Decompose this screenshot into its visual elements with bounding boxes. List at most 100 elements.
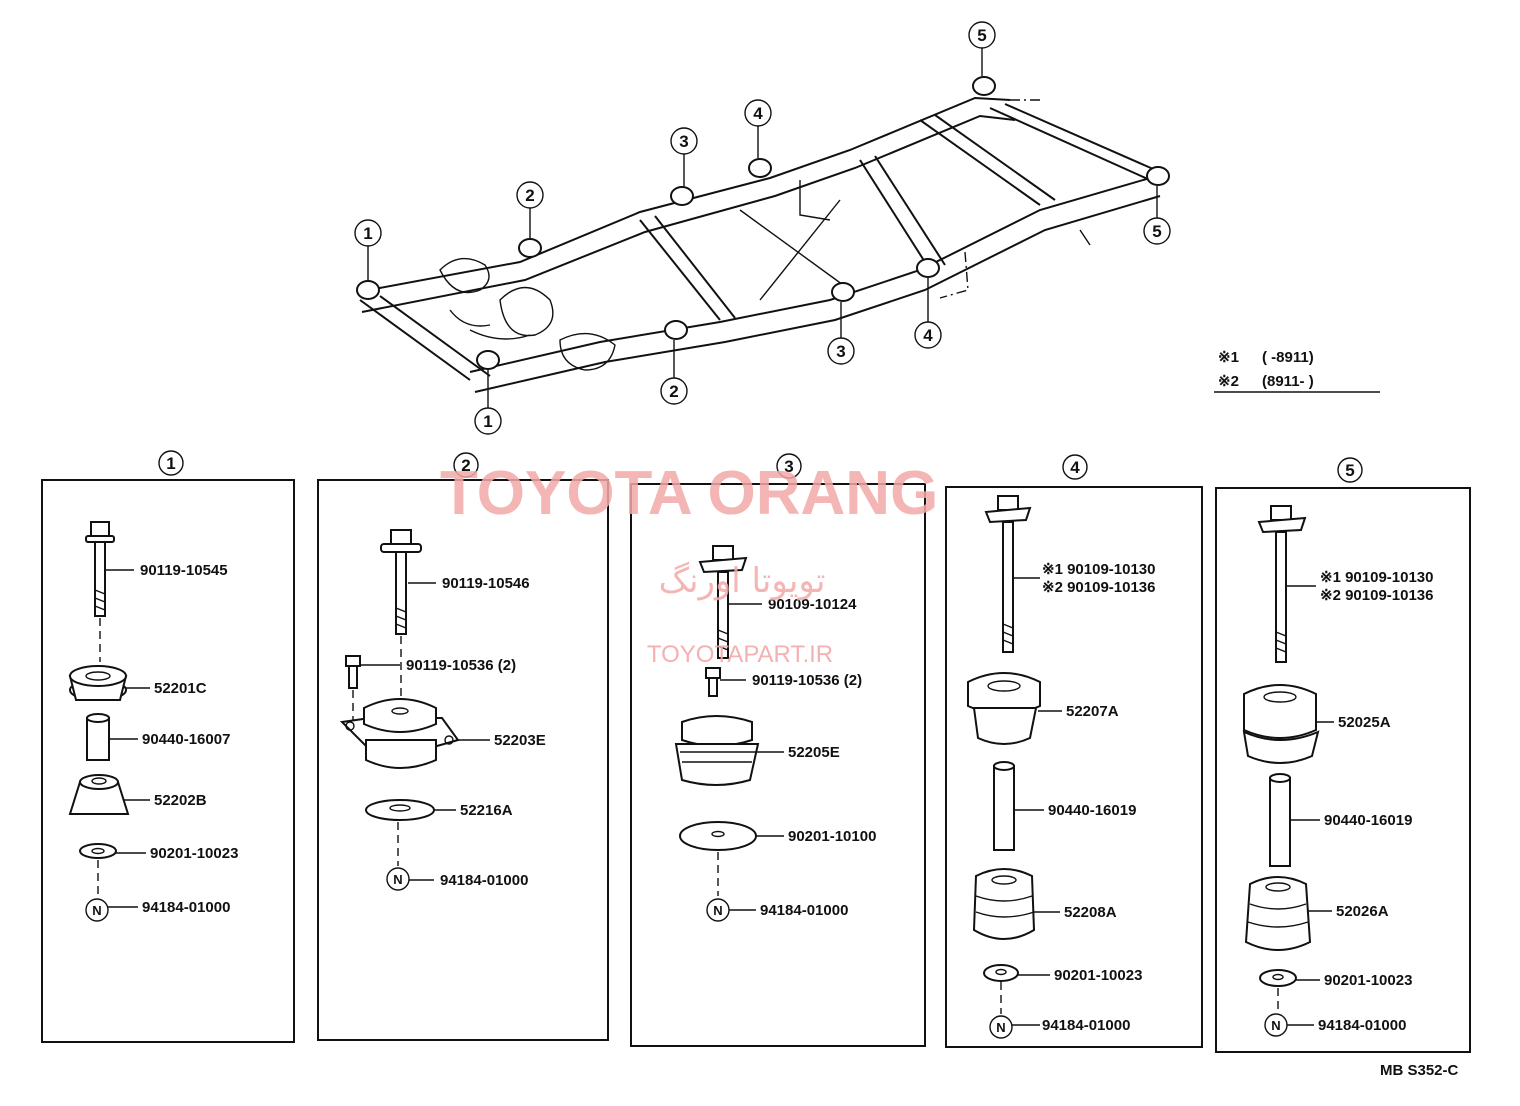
part-label: 94184-01000 (1042, 1017, 1130, 1034)
group-4-number: 4 (1070, 458, 1080, 477)
part-label: ※1 90109-10130 (1320, 569, 1434, 586)
part-label: 94184-01000 (760, 902, 848, 919)
mount-group-3: 3 N 90109-10124 (630, 453, 926, 1047)
group-5-nut: N (1264, 1013, 1288, 1037)
watermark-brand: TOYOTA ORANG (440, 459, 938, 528)
group-2-nut: N (386, 867, 410, 891)
group-4-upper-cushion (967, 672, 1041, 745)
svg-text:N: N (393, 872, 402, 887)
group-1-upper-cushion (68, 665, 128, 701)
group-4-lower-cushion (972, 868, 1036, 940)
svg-text:5: 5 (1152, 222, 1161, 241)
part-label: 90201-10023 (1054, 967, 1142, 984)
group-5-washer (1259, 969, 1297, 987)
part-label: 90201-10023 (150, 845, 238, 862)
frame-callout-leaders (367, 48, 1158, 408)
group-4-washer (983, 964, 1019, 982)
svg-text:N: N (1271, 1018, 1280, 1033)
frame-callout-5-rear-right: 5 (1143, 217, 1171, 245)
group-3-mount (674, 715, 760, 786)
watermark: TOYOTA ORANG تویوتا اورنگ TOYOTAPART.IR (440, 459, 938, 668)
frame-callout-5-rear-left: 5 (968, 21, 996, 49)
frame-mount-markers (356, 76, 1170, 370)
part-label: ※2 90109-10136 (1320, 587, 1434, 604)
part-label: 52207A (1066, 703, 1119, 720)
watermark-brand-persian: تویوتا اورنگ (659, 561, 826, 601)
group-1-washer (79, 843, 117, 859)
part-label: 52025A (1338, 714, 1391, 731)
group-5-bolt (1257, 505, 1307, 663)
group-5-collar (1269, 773, 1291, 867)
part-label: 90440-16007 (142, 731, 230, 748)
svg-text:1: 1 (363, 224, 372, 243)
part-label: 52205E (788, 744, 840, 761)
group-3-small-bolt (705, 667, 721, 697)
part-label: 90119-10546 (442, 575, 530, 592)
group-1-collar (86, 713, 110, 761)
mount-group-1: 1 (41, 450, 295, 1043)
group-1-nut: N (85, 898, 109, 922)
svg-text:※1: ※1 (1218, 349, 1239, 366)
group-5-number: 5 (1345, 461, 1354, 480)
frame-callout-4-left: 4 (744, 99, 772, 127)
part-label: 94184-01000 (142, 899, 230, 916)
group-2-small-bolt (345, 655, 361, 689)
group-5-lower-cushion (1244, 876, 1312, 951)
part-label: 90119-10536 (2) (752, 672, 862, 689)
frame-callout-3-left: 3 (670, 127, 698, 155)
part-label: 52026A (1336, 903, 1389, 920)
frame-callout-2-left: 2 (516, 181, 544, 209)
part-label: 90440-16019 (1048, 802, 1136, 819)
part-label: 90201-10100 (788, 828, 876, 845)
group-5-upper-cushion (1242, 684, 1320, 764)
svg-text:3: 3 (679, 132, 688, 151)
group-3-washer (679, 821, 757, 851)
group-3-number: 3 (784, 457, 793, 476)
group-2-bolt (380, 529, 422, 635)
svg-text:( -8911): ( -8911) (1262, 349, 1314, 366)
part-label: ※2 90109-10136 (1042, 579, 1156, 596)
group-3-nut: N (706, 898, 730, 922)
group-4-nut: N (989, 1015, 1013, 1039)
group-4-collar (993, 761, 1015, 851)
frame-callout-1-front-left: 1 (354, 219, 382, 247)
part-label: 90201-10023 (1324, 972, 1412, 989)
svg-text:2: 2 (669, 382, 678, 401)
production-date-note: ※1 ( -8911) ※2 (8911- ) (1214, 349, 1380, 393)
frame-callout-3-right: 3 (827, 337, 855, 365)
frame-callout-2-right: 2 (660, 377, 688, 405)
frame-callout-4-right: 4 (914, 321, 942, 349)
svg-text:4: 4 (923, 326, 933, 345)
svg-text:N: N (92, 903, 101, 918)
part-label: 90440-16019 (1324, 812, 1412, 829)
svg-text:5: 5 (977, 26, 986, 45)
svg-text:(8911- ): (8911- ) (1262, 373, 1314, 390)
part-label: 94184-01000 (1318, 1017, 1406, 1034)
frame-callouts: 1 2 3 4 5 5 4 3 2 1 (354, 21, 1171, 435)
part-label: 52216A (460, 802, 513, 819)
mount-group-2: 2 N (317, 452, 609, 1041)
frame-callout-1-front-right: 1 (474, 407, 502, 435)
group-2-mount (339, 698, 460, 769)
group-1-lower-cushion (68, 774, 130, 815)
group-2-number: 2 (461, 456, 470, 475)
svg-text:N: N (996, 1020, 1005, 1035)
group-4-bolt (984, 495, 1032, 653)
part-label: 52202B (154, 792, 207, 809)
part-label: 52208A (1064, 904, 1117, 921)
part-label: 90119-10545 (140, 562, 228, 579)
group-2-washer (365, 799, 435, 821)
part-label: 90109-10124 (768, 596, 857, 613)
part-label: 52201C (154, 680, 207, 697)
part-label: 94184-01000 (440, 872, 528, 889)
svg-text:※2: ※2 (1218, 373, 1239, 390)
svg-text:1: 1 (483, 412, 492, 431)
chassis-frame-illustration (357, 96, 1161, 393)
part-label: ※1 90109-10130 (1042, 561, 1156, 578)
group-1-bolt (85, 521, 115, 617)
part-label: 90119-10536 (2) (406, 657, 516, 674)
svg-text:4: 4 (753, 104, 763, 123)
part-label: 52203E (494, 732, 546, 749)
mount-group-4: 4 (945, 454, 1203, 1048)
svg-text:N: N (713, 903, 722, 918)
